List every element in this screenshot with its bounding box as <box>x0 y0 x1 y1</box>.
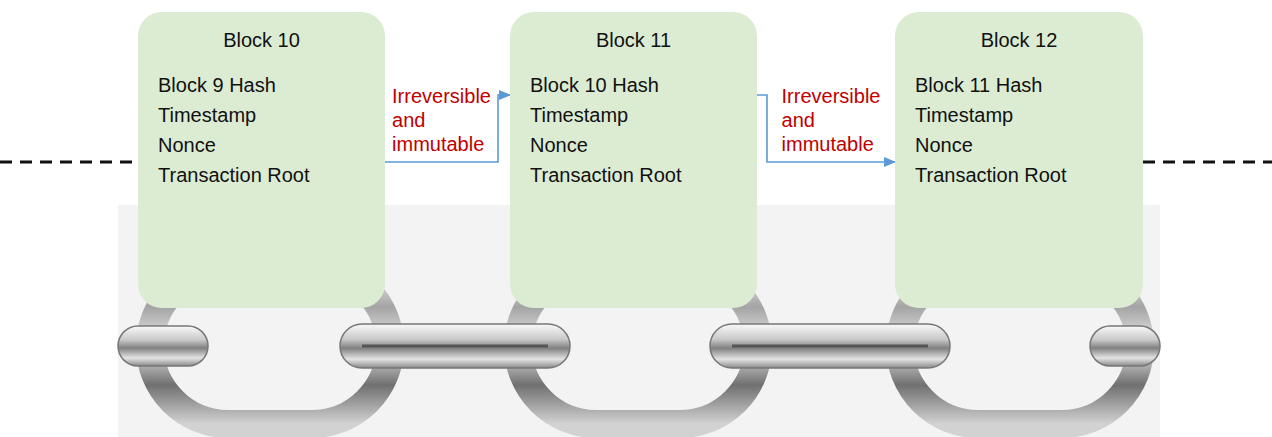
block-field: Nonce <box>158 130 365 160</box>
block-field: Nonce <box>530 130 737 160</box>
block-field: Nonce <box>915 130 1123 160</box>
block-title: Block 12 <box>915 26 1123 54</box>
block-field: Transaction Root <box>158 160 365 190</box>
block-box: Block 12 Block 11 HashTimestampNonceTrans… <box>895 12 1143 308</box>
block-field: Timestamp <box>915 100 1123 130</box>
block-field: Timestamp <box>158 100 365 130</box>
block-field: Block 10 Hash <box>530 70 737 100</box>
block-title: Block 10 <box>158 26 365 54</box>
edge-label: Irreversible and immutable <box>780 84 883 156</box>
block-field: Block 9 Hash <box>158 70 365 100</box>
block-field: Timestamp <box>530 100 737 130</box>
block-field: Transaction Root <box>915 160 1123 190</box>
block-box: Block 10 Block 9 HashTimestampNonceTransa… <box>138 12 385 308</box>
dashed-continuation <box>0 161 138 164</box>
dashed-continuation <box>1143 161 1272 164</box>
block-box: Block 11 Block 10 HashTimestampNonceTrans… <box>510 12 757 308</box>
block-title: Block 11 <box>530 26 737 54</box>
block-field: Block 11 Hash <box>915 70 1123 100</box>
block-field: Transaction Root <box>530 160 737 190</box>
edge-label: Irreversible and immutable <box>390 84 493 156</box>
